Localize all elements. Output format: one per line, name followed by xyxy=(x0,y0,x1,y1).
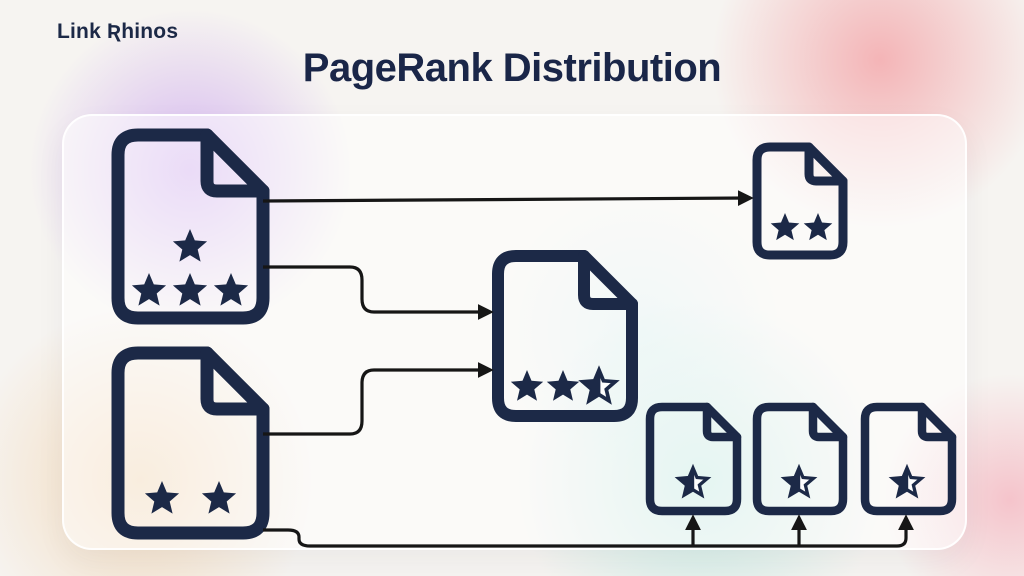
star-icon xyxy=(131,273,167,306)
half-star-fill xyxy=(892,468,909,496)
star-icon xyxy=(213,273,249,306)
page-outline xyxy=(111,346,270,540)
page-outline xyxy=(645,402,742,516)
page-fold-crease-icon xyxy=(702,402,742,442)
page-fold-crease-icon xyxy=(808,402,848,442)
page-outline xyxy=(752,142,848,260)
page-outline xyxy=(111,128,270,325)
link-arrow-top-source-to-top-right xyxy=(262,190,754,207)
half-star-fill xyxy=(678,468,695,496)
document-icon-center-page xyxy=(492,250,638,422)
star-icon xyxy=(172,273,208,306)
document-icon-top-right-page xyxy=(752,142,848,260)
half-star-fill xyxy=(784,468,801,496)
document-icon-bottom-right-page-2 xyxy=(752,402,848,516)
brand-logo: Link Ʀhinos xyxy=(57,20,179,43)
page-fold-crease-icon xyxy=(200,346,270,416)
page-outline xyxy=(860,402,957,516)
star-icon xyxy=(546,370,580,401)
star-icon xyxy=(172,229,208,262)
page-fold-crease-icon xyxy=(200,128,270,198)
link-arrow-bottom-source-to-center xyxy=(263,362,494,436)
star-icon xyxy=(803,213,833,241)
star-icon xyxy=(201,481,237,514)
star-icon xyxy=(510,370,544,401)
document-icon-source-page-bottom xyxy=(111,346,270,540)
page-title: PageRank Distribution xyxy=(302,46,722,90)
half-star-fill xyxy=(582,370,601,401)
star-icon xyxy=(144,481,180,514)
page-fold-crease-icon xyxy=(804,142,848,186)
link-arrow-top-source-to-center xyxy=(263,265,494,320)
page-outline xyxy=(752,402,848,516)
document-icon-source-page-top xyxy=(111,128,270,325)
link-arrow-bottom-source-to-bottom-right-3 xyxy=(263,514,914,548)
document-icon-bottom-right-page-3 xyxy=(860,402,957,516)
page-fold-crease-icon xyxy=(578,250,638,310)
document-icon-bottom-right-page-1 xyxy=(645,402,742,516)
page-fold-crease-icon xyxy=(917,402,957,442)
page-outline xyxy=(492,250,638,422)
star-icon xyxy=(770,213,800,241)
